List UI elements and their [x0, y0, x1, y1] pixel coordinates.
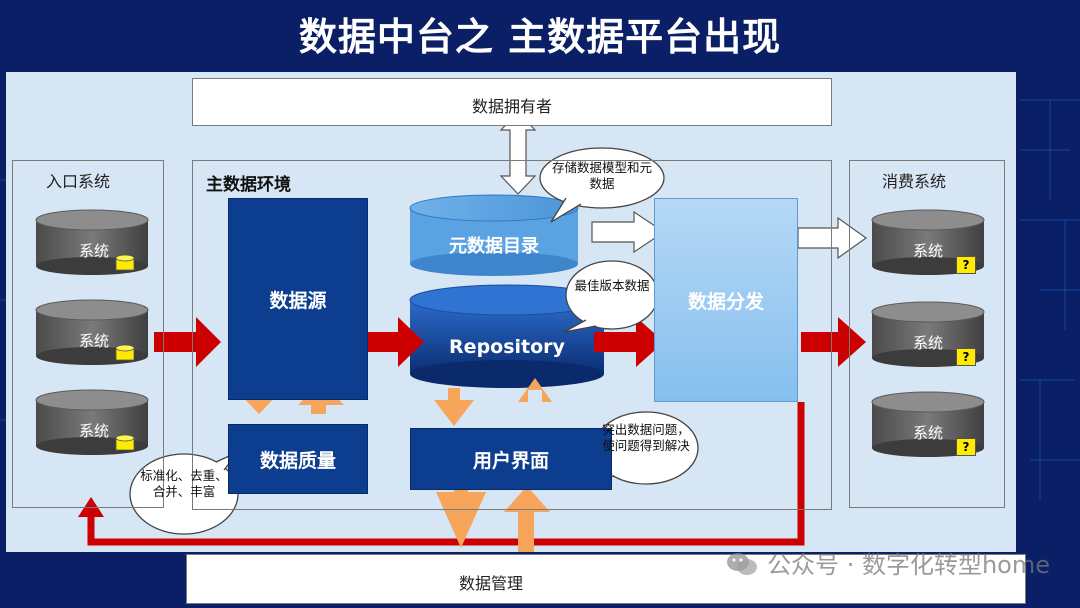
- white-arrow-catalog-to-dist: [591, 210, 666, 254]
- data-distribution-box: 数据分发: [654, 198, 798, 402]
- orange-arrow-down-ui: [434, 388, 474, 426]
- input-db-3-badge: [115, 434, 135, 451]
- wechat-icon: [725, 551, 759, 575]
- consumer-db-3-question-badge: ?: [956, 438, 976, 456]
- page-title: 数据中台之 主数据平台出现: [298, 15, 782, 59]
- consumer-db-2-question-badge: ?: [956, 348, 976, 366]
- data-quality-box: 数据质量: [228, 424, 368, 494]
- input-db-3-label: 系统: [78, 422, 109, 440]
- orange-arrow-down-manage: [436, 478, 486, 548]
- mdm-environment-panel: [192, 160, 832, 510]
- data-management-label: 数据管理: [459, 574, 524, 593]
- red-feedback-arrow: [87, 402, 805, 546]
- consumer-db-1-question-badge: ?: [956, 256, 976, 274]
- orange-arrow-up-manage: [504, 486, 550, 552]
- bubble-store-models-shape: [539, 147, 665, 223]
- diagram-graphics: [35, 111, 985, 552]
- consumer-db-2-label: 系统: [912, 334, 943, 352]
- mdm-environment-title: 主数据环境: [206, 175, 291, 195]
- consumer-systems-title: 消费系统: [882, 172, 947, 191]
- input-db-2-label: 系统: [78, 332, 109, 350]
- red-arrow-source-to-repo: [364, 317, 424, 367]
- consumer-systems-panel: [849, 160, 1005, 508]
- input-db-1-label: 系统: [78, 242, 109, 260]
- consumer-db-3-label: 系统: [912, 424, 943, 442]
- bubble-standardize-text: 标准化、去重、合并、丰富: [140, 468, 228, 499]
- owner-box: 数据拥有者: [192, 78, 832, 126]
- repository-label: Repository: [449, 336, 565, 358]
- watermark: 公众号 · 数字化转型home: [725, 545, 1050, 580]
- watermark-text: 公众号 · 数字化转型home: [767, 551, 1050, 579]
- metadata-catalog-cylinder: [409, 194, 579, 276]
- orange-arrow-up-ui: [518, 378, 552, 402]
- bubble-best-version-text: 最佳版本数据: [574, 278, 650, 293]
- red-arrow-repo-to-dist: [594, 317, 664, 367]
- input-db-1-badge: [115, 254, 135, 271]
- bubble-store-models-text: 存储数据模型和元数据: [552, 160, 653, 191]
- diagram-canvas: 数据拥有者 入口系统 系统 系统 系统 消费系统 系统 系统 系统 ? ? ? …: [6, 72, 1016, 552]
- bubble-solve-problems-text: 突出数据问题，使问题得到解决: [602, 422, 690, 453]
- metadata-catalog-label: 元数据目录: [449, 236, 539, 257]
- user-interface-box: 用户界面: [410, 428, 612, 490]
- input-systems-title: 入口系统: [46, 172, 111, 191]
- input-systems-panel: [12, 160, 164, 508]
- consumer-db-1-label: 系统: [912, 242, 943, 260]
- bubble-best-version-shape: [563, 260, 659, 333]
- input-db-3: [35, 389, 149, 455]
- data-management-box: 数据管理: [186, 554, 1026, 604]
- red-arrow-input-to-source: [154, 317, 221, 367]
- input-db-2-badge: [115, 344, 135, 361]
- owner-label: 数据拥有者: [471, 97, 552, 116]
- data-source-box: 数据源: [228, 198, 368, 400]
